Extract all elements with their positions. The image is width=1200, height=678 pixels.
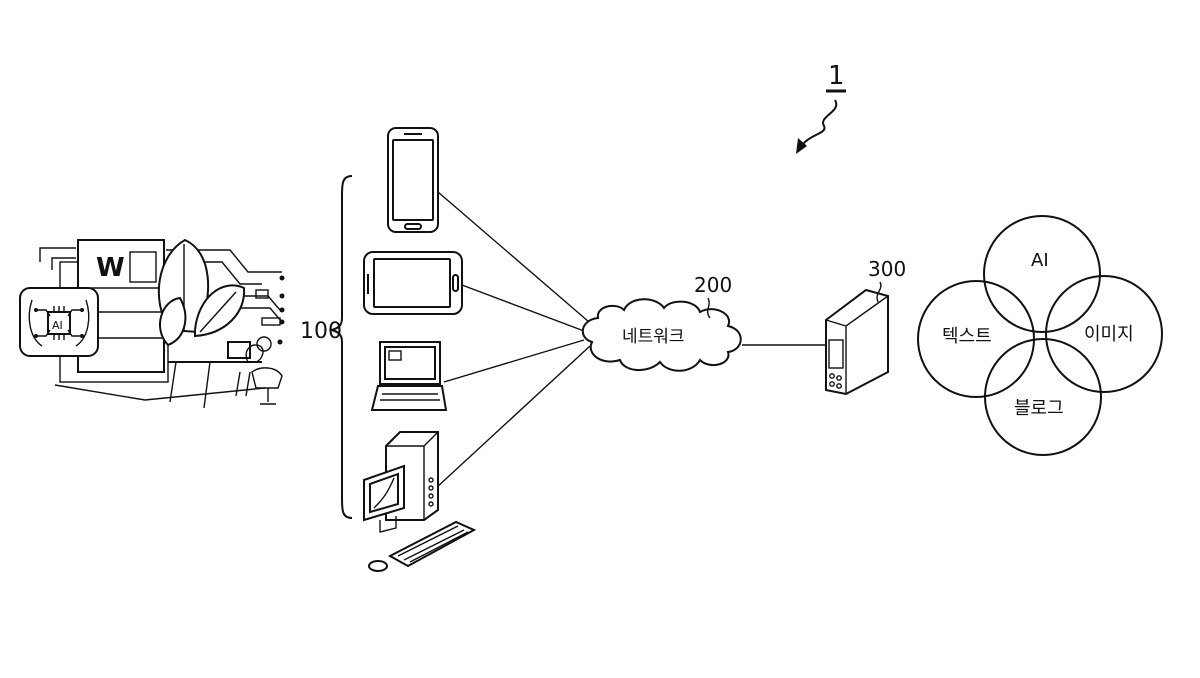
venn-label-image: 이미지 [1084, 324, 1134, 345]
terminal-group-label: 100 [300, 319, 342, 344]
system-reference: 1 [796, 61, 846, 154]
link-tablet-network [462, 285, 592, 334]
workspace-floor [55, 385, 265, 400]
word-badge: W [96, 253, 125, 283]
ai-workspace-illustration: W [20, 240, 285, 408]
cloud-network-icon: 네트워크 [583, 299, 741, 371]
system-label: 1 [828, 61, 845, 91]
venn-label-text: 텍스트 [942, 326, 992, 347]
server-tower-icon [826, 290, 888, 394]
ai-chip-tile: AI [20, 288, 98, 356]
tablet-icon [364, 252, 462, 314]
terminal-group-bracket: 100 [300, 176, 352, 518]
desktop-computer-icon [364, 432, 474, 571]
system-arrow [800, 100, 836, 148]
network-label: 네트워크 [622, 327, 685, 347]
laptop-icon [372, 342, 446, 410]
network-ref-label: 200 [694, 273, 732, 297]
server-ref-label: 300 [868, 257, 906, 281]
link-laptop-network [444, 340, 584, 382]
venn-label-blog: 블로그 [1014, 398, 1064, 419]
venn-circle-blog [985, 339, 1101, 455]
venn-circle-ai [984, 216, 1100, 332]
venn-label-ai: AI [1031, 250, 1049, 271]
system-arrowhead [796, 138, 807, 154]
desk-scene [168, 337, 282, 408]
chip-label: AI [52, 319, 63, 332]
smartphone-icon [388, 128, 438, 232]
link-desktop-network [436, 346, 590, 488]
content-type-venn: AI 텍스트 이미지 블로그 [918, 216, 1162, 455]
plant [159, 240, 244, 345]
